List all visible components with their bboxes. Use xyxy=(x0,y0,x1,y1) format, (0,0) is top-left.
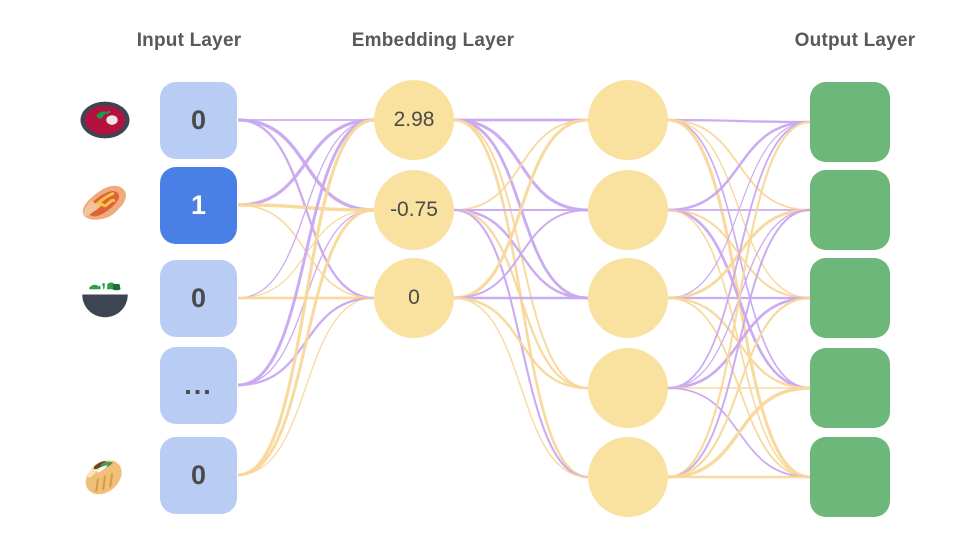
hidden-node-4[interactable] xyxy=(588,437,668,517)
input-node-1[interactable]: 1 xyxy=(160,167,237,244)
hidden-node-2[interactable] xyxy=(588,258,668,338)
output-node-0[interactable] xyxy=(810,82,890,162)
hidden-node-0[interactable] xyxy=(588,80,668,160)
input-node-4[interactable]: 0 xyxy=(160,437,237,514)
output-node-2[interactable] xyxy=(810,258,890,338)
output-node-1[interactable] xyxy=(810,170,890,250)
output-node-3[interactable] xyxy=(810,348,890,428)
embedding-node-1[interactable]: -0.75 xyxy=(374,170,454,250)
input-node-2[interactable]: 0 xyxy=(160,260,237,337)
output-layer-title: Output Layer xyxy=(794,30,916,51)
hot-dog-icon xyxy=(77,177,133,233)
embedding-node-2[interactable]: 0 xyxy=(374,258,454,338)
hidden-node-1[interactable] xyxy=(588,170,668,250)
input-layer-title: Input Layer xyxy=(136,30,242,51)
embedding-node-0[interactable]: 2.98 xyxy=(374,80,454,160)
output-node-4[interactable] xyxy=(810,437,890,517)
input-node-3[interactable]: ... xyxy=(160,347,237,424)
embedding-layer-title: Embedding Layer xyxy=(351,30,515,51)
soup-bowl-icon xyxy=(77,92,133,148)
burrito-icon xyxy=(77,447,133,503)
input-node-0[interactable]: 0 xyxy=(160,82,237,159)
hidden-node-3[interactable] xyxy=(588,348,668,428)
salad-bowl-icon xyxy=(77,270,133,326)
